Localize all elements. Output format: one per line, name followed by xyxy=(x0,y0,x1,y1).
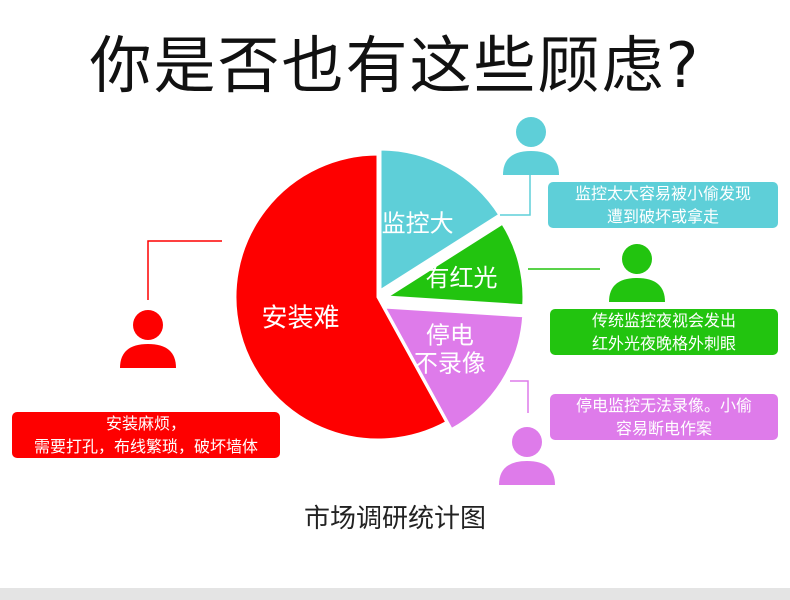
callout-line: 需要打孔，布线繁琐，破坏墙体 xyxy=(33,437,258,456)
chart-caption: 市场调研统计图 xyxy=(303,504,486,534)
callout-red-light: 传统监控夜视会发出 红外光夜晚格外刺眼 xyxy=(550,309,778,355)
slice-hard-install xyxy=(233,152,449,442)
leader-line xyxy=(147,240,222,300)
leader-line xyxy=(500,157,531,216)
callout-monitor-too-big: 监控太大容易被小偷发现 遭到破坏或拿走 xyxy=(548,182,778,228)
user-icon xyxy=(609,244,665,302)
slice-label: 安装难 xyxy=(261,303,339,333)
slice-label: 不录像 xyxy=(414,349,486,377)
slice-red-light xyxy=(381,221,526,308)
user-icon xyxy=(503,117,559,175)
user-icon xyxy=(499,427,555,485)
callout-line: 容易断电作案 xyxy=(615,419,712,438)
callout-line: 监控太大容易被小偷发现 xyxy=(574,184,751,203)
slice-label: 停电 xyxy=(426,321,474,349)
slice-label: 监控大 xyxy=(382,209,454,237)
callout-line: 遭到破坏或拿走 xyxy=(606,207,719,226)
page-title: 你是否也有这些顾虑? xyxy=(89,29,701,102)
callout-line: 停电监控无法录像。小偷 xyxy=(575,396,752,415)
callout-power-outage: 停电监控无法录像。小偷 容易断电作案 xyxy=(550,394,778,440)
callout-line: 安装麻烦， xyxy=(105,414,186,433)
footer-bar xyxy=(0,588,790,600)
callout-line: 红外光夜晚格外刺眼 xyxy=(591,334,736,353)
slice-label: 有红光 xyxy=(426,264,498,292)
callout-hard-install: 安装麻烦， 需要打孔，布线繁琐，破坏墙体 xyxy=(12,412,280,458)
slice-monitor-too-big xyxy=(378,147,502,294)
callout-line: 传统监控夜视会发出 xyxy=(591,311,736,330)
slice-power-outage xyxy=(381,305,526,432)
user-icon xyxy=(120,310,176,368)
leader-line xyxy=(510,380,529,413)
